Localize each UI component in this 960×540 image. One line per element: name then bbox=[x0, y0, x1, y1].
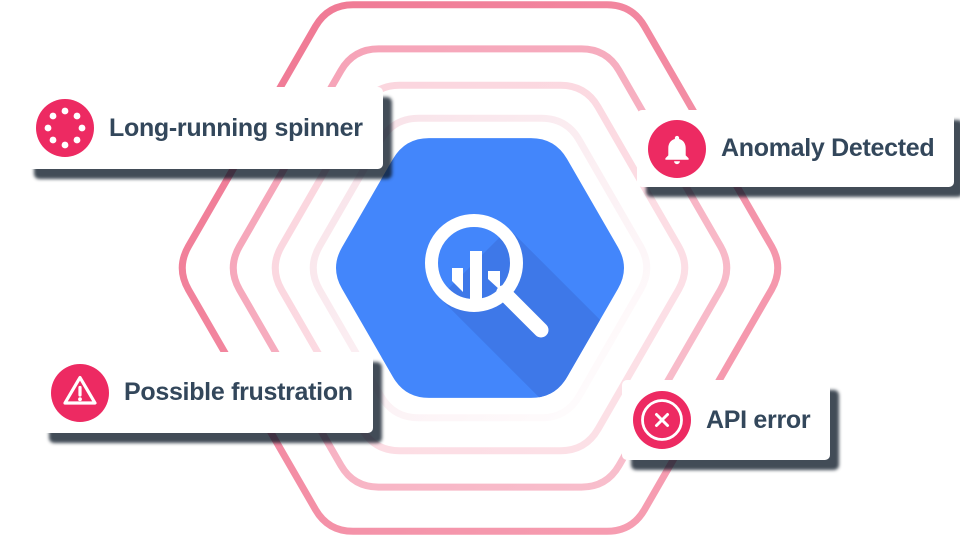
magnifier-bar-chart-icon bbox=[425, 214, 549, 338]
circle-x-icon bbox=[633, 391, 691, 449]
bell-icon bbox=[648, 119, 706, 178]
warning-triangle-glyph bbox=[51, 363, 109, 422]
badge-long-running-spinner: Long-running spinner bbox=[25, 87, 383, 169]
badge-api-error: API error bbox=[622, 380, 831, 460]
badge-anomaly-detected: Anomaly Detected bbox=[637, 110, 955, 187]
badge-label: Anomaly Detected bbox=[721, 134, 935, 162]
badge-possible-frustration: Possible frustration bbox=[40, 352, 373, 433]
bigquery-logo bbox=[336, 138, 624, 398]
badge-label: Long-running spinner bbox=[109, 113, 363, 142]
hexagon-ring-3 bbox=[271, 81, 689, 455]
spinner-glyph bbox=[36, 99, 94, 157]
hexagon-ring-outer bbox=[178, 1, 782, 535]
hexagon-ring-2 bbox=[229, 45, 731, 491]
bell-glyph bbox=[648, 119, 706, 178]
hexagon-ring-inner bbox=[309, 114, 651, 422]
spinner-icon bbox=[36, 99, 94, 157]
warning-triangle-icon bbox=[51, 363, 109, 422]
badge-label: Possible frustration bbox=[124, 378, 353, 406]
badge-label: API error bbox=[706, 405, 811, 434]
circle-x-glyph bbox=[633, 391, 691, 449]
